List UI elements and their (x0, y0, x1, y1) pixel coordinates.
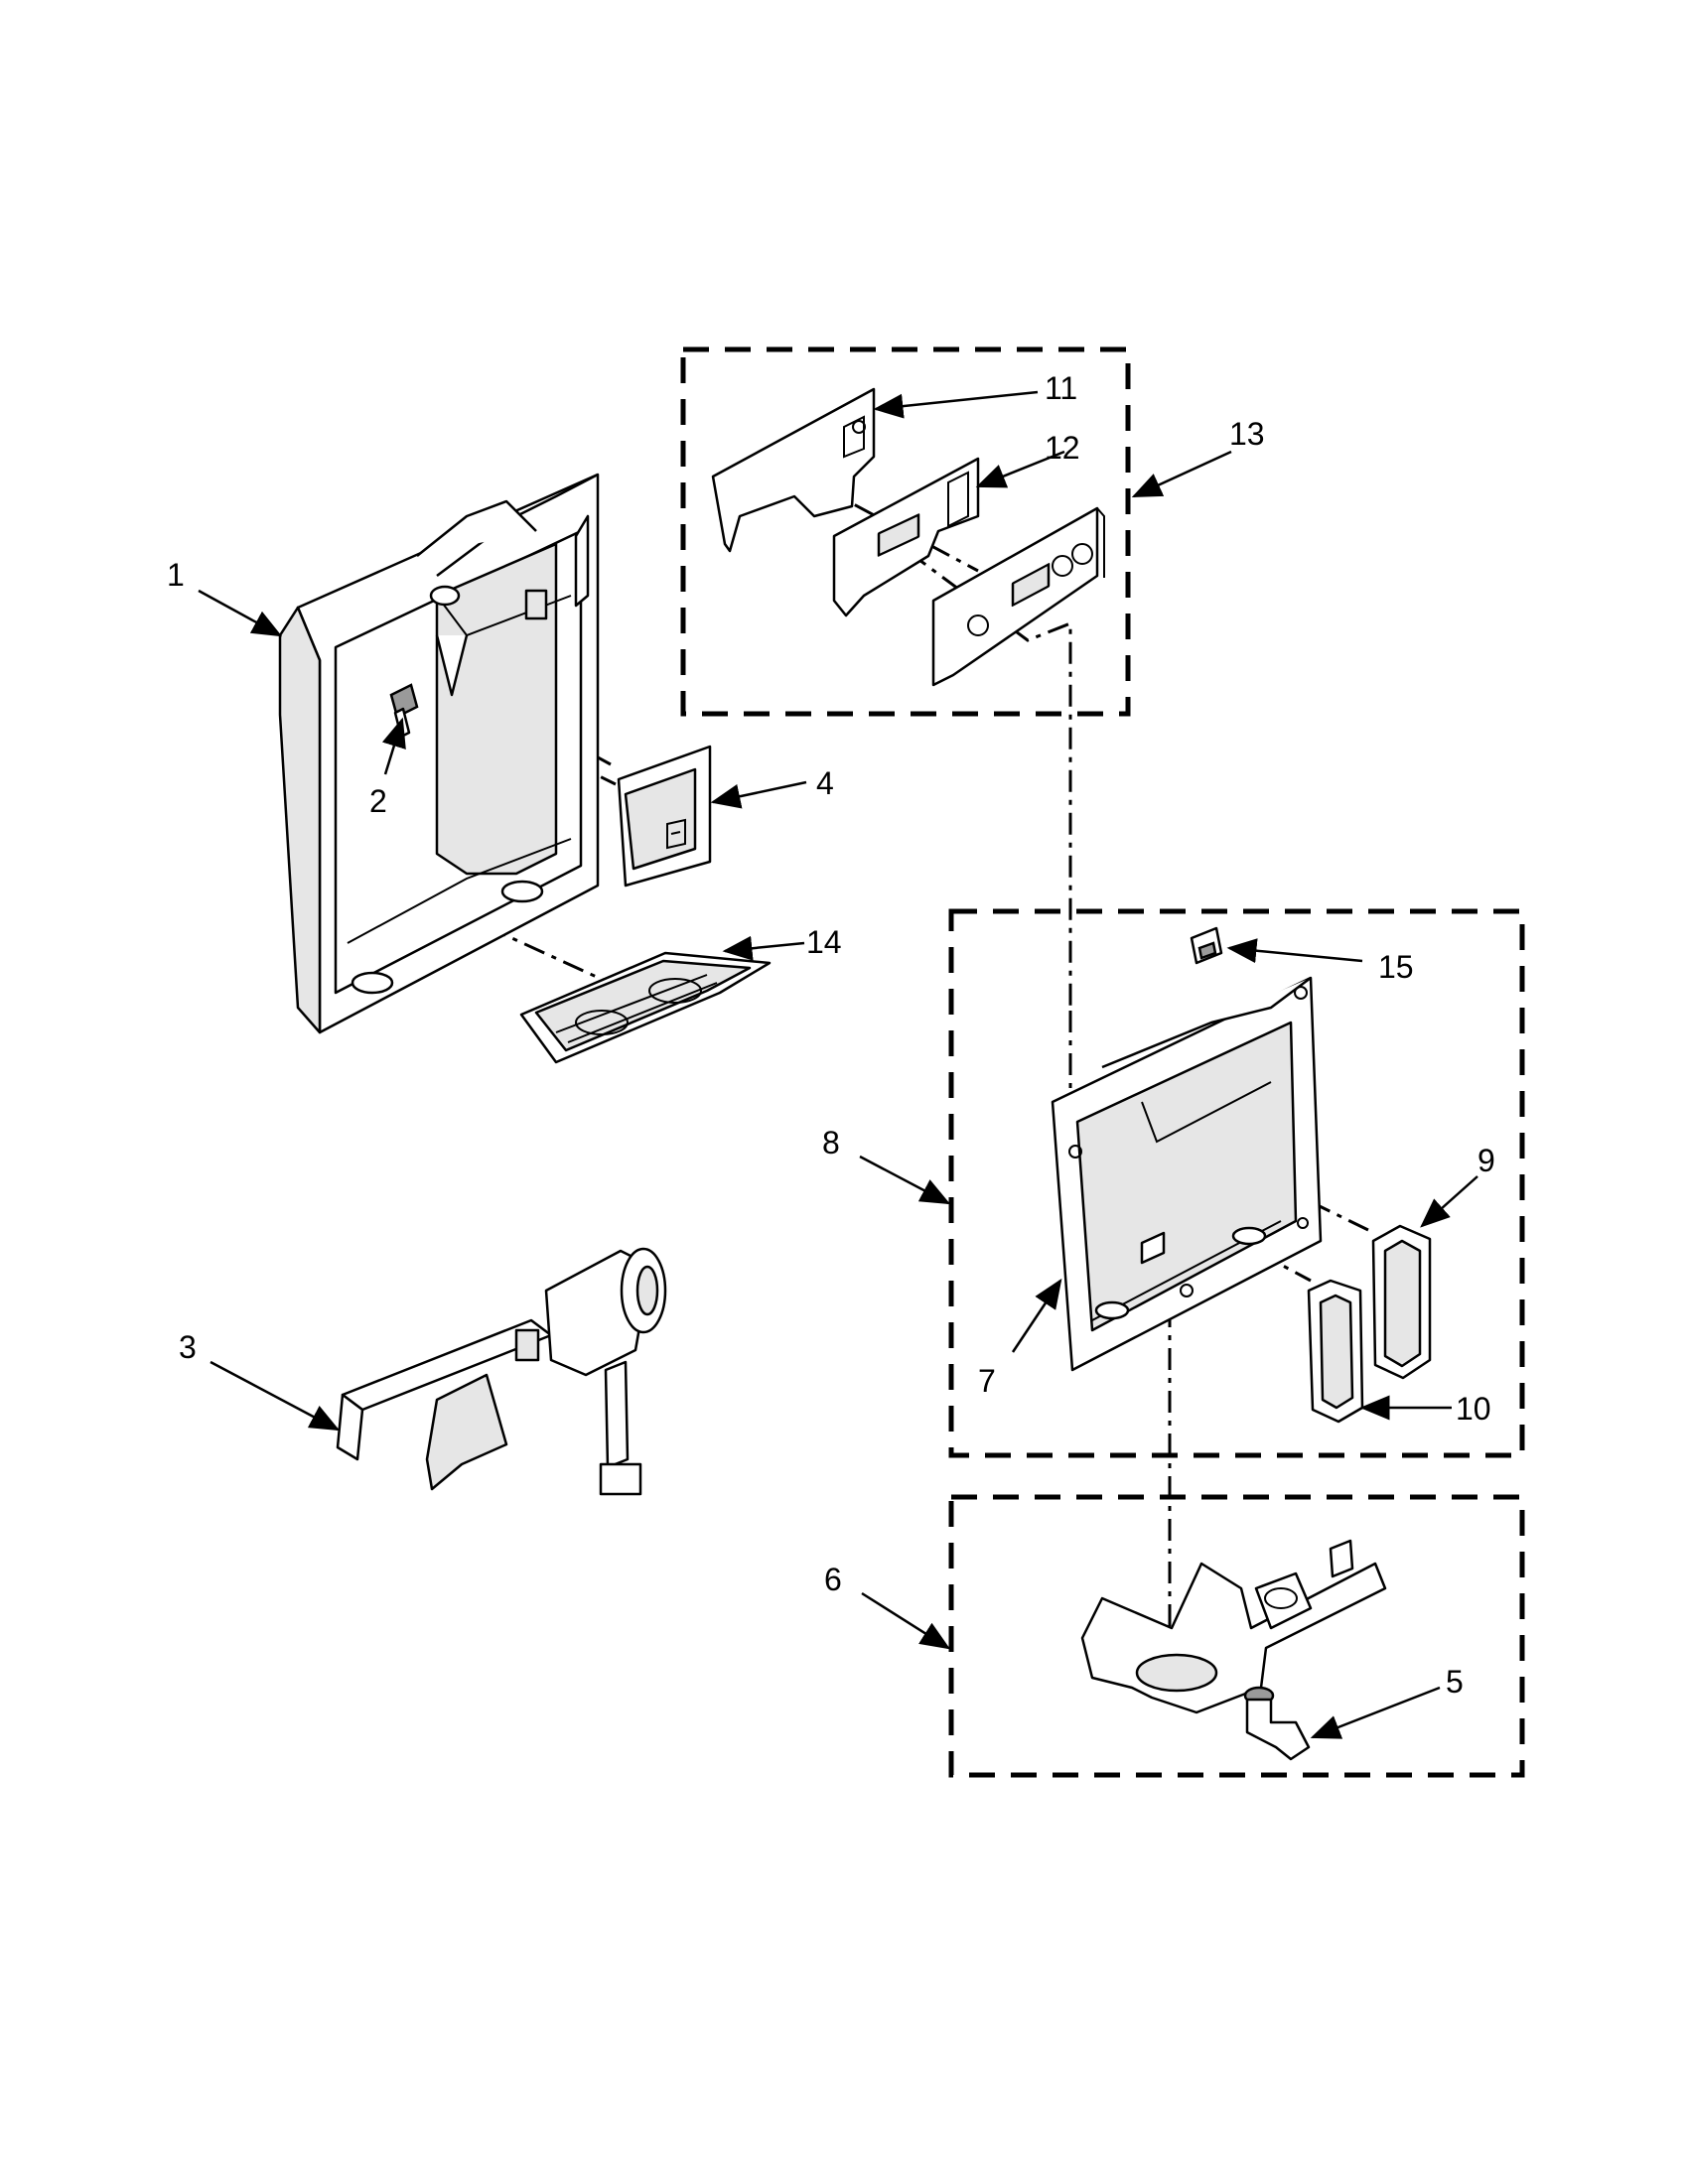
callout-13: 13 (1229, 416, 1265, 452)
callout-6: 6 (824, 1562, 842, 1597)
callout-8: 8 (822, 1125, 840, 1160)
leader-13 (1131, 450, 1232, 498)
leader-8 (859, 1155, 951, 1205)
part-3-actuator (336, 1247, 667, 1496)
leader-5 (1310, 1686, 1441, 1739)
part-12-control-board (832, 457, 980, 617)
leader-9 (1420, 1175, 1478, 1228)
group-box-13 (680, 346, 1131, 717)
callout-14: 14 (806, 924, 842, 960)
callout-1: 1 (167, 557, 185, 593)
callout-5: 5 (1446, 1664, 1464, 1700)
part-15-switch (1190, 926, 1223, 965)
part-4-outlet-cover (617, 745, 712, 887)
callout-15: 15 (1378, 949, 1414, 985)
group-box-8 (948, 908, 1525, 1458)
callout-12: 12 (1045, 430, 1080, 466)
explode-line-11-12 (778, 463, 979, 573)
callout-2: 2 (369, 783, 387, 819)
leader-2 (381, 717, 406, 775)
part-10-pad (1307, 1279, 1364, 1424)
explode-line-12-13 (873, 524, 1072, 1011)
leader-11 (873, 390, 1039, 419)
leader-3 (210, 1360, 341, 1432)
callout-4: 4 (816, 765, 834, 801)
leader-6 (861, 1591, 951, 1650)
part-9-pad (1371, 1224, 1432, 1380)
callout-11: 11 (1045, 370, 1077, 406)
leader-4 (710, 780, 807, 809)
part-5-elbow-fitting (1243, 1686, 1311, 1761)
callout-10: 10 (1456, 1391, 1491, 1427)
leader-14 (722, 935, 805, 961)
part-11-bracket-plate (711, 387, 876, 553)
group-box-6 (948, 1494, 1525, 1778)
part-13-control-housing (931, 506, 1105, 687)
leader-15 (1226, 938, 1363, 964)
callout-7: 7 (978, 1363, 996, 1399)
leader-12 (975, 450, 1065, 488)
part-14-drip-tray (519, 951, 772, 1064)
callout-3: 3 (179, 1329, 197, 1365)
part-1-dispenser-housing (278, 473, 600, 1034)
part-6-ice-chute (1080, 1539, 1387, 1714)
leader-1 (198, 589, 283, 637)
callout-9: 9 (1477, 1143, 1495, 1178)
part-7-bezel-frame (1051, 976, 1323, 1372)
leader-7 (1011, 1278, 1062, 1353)
